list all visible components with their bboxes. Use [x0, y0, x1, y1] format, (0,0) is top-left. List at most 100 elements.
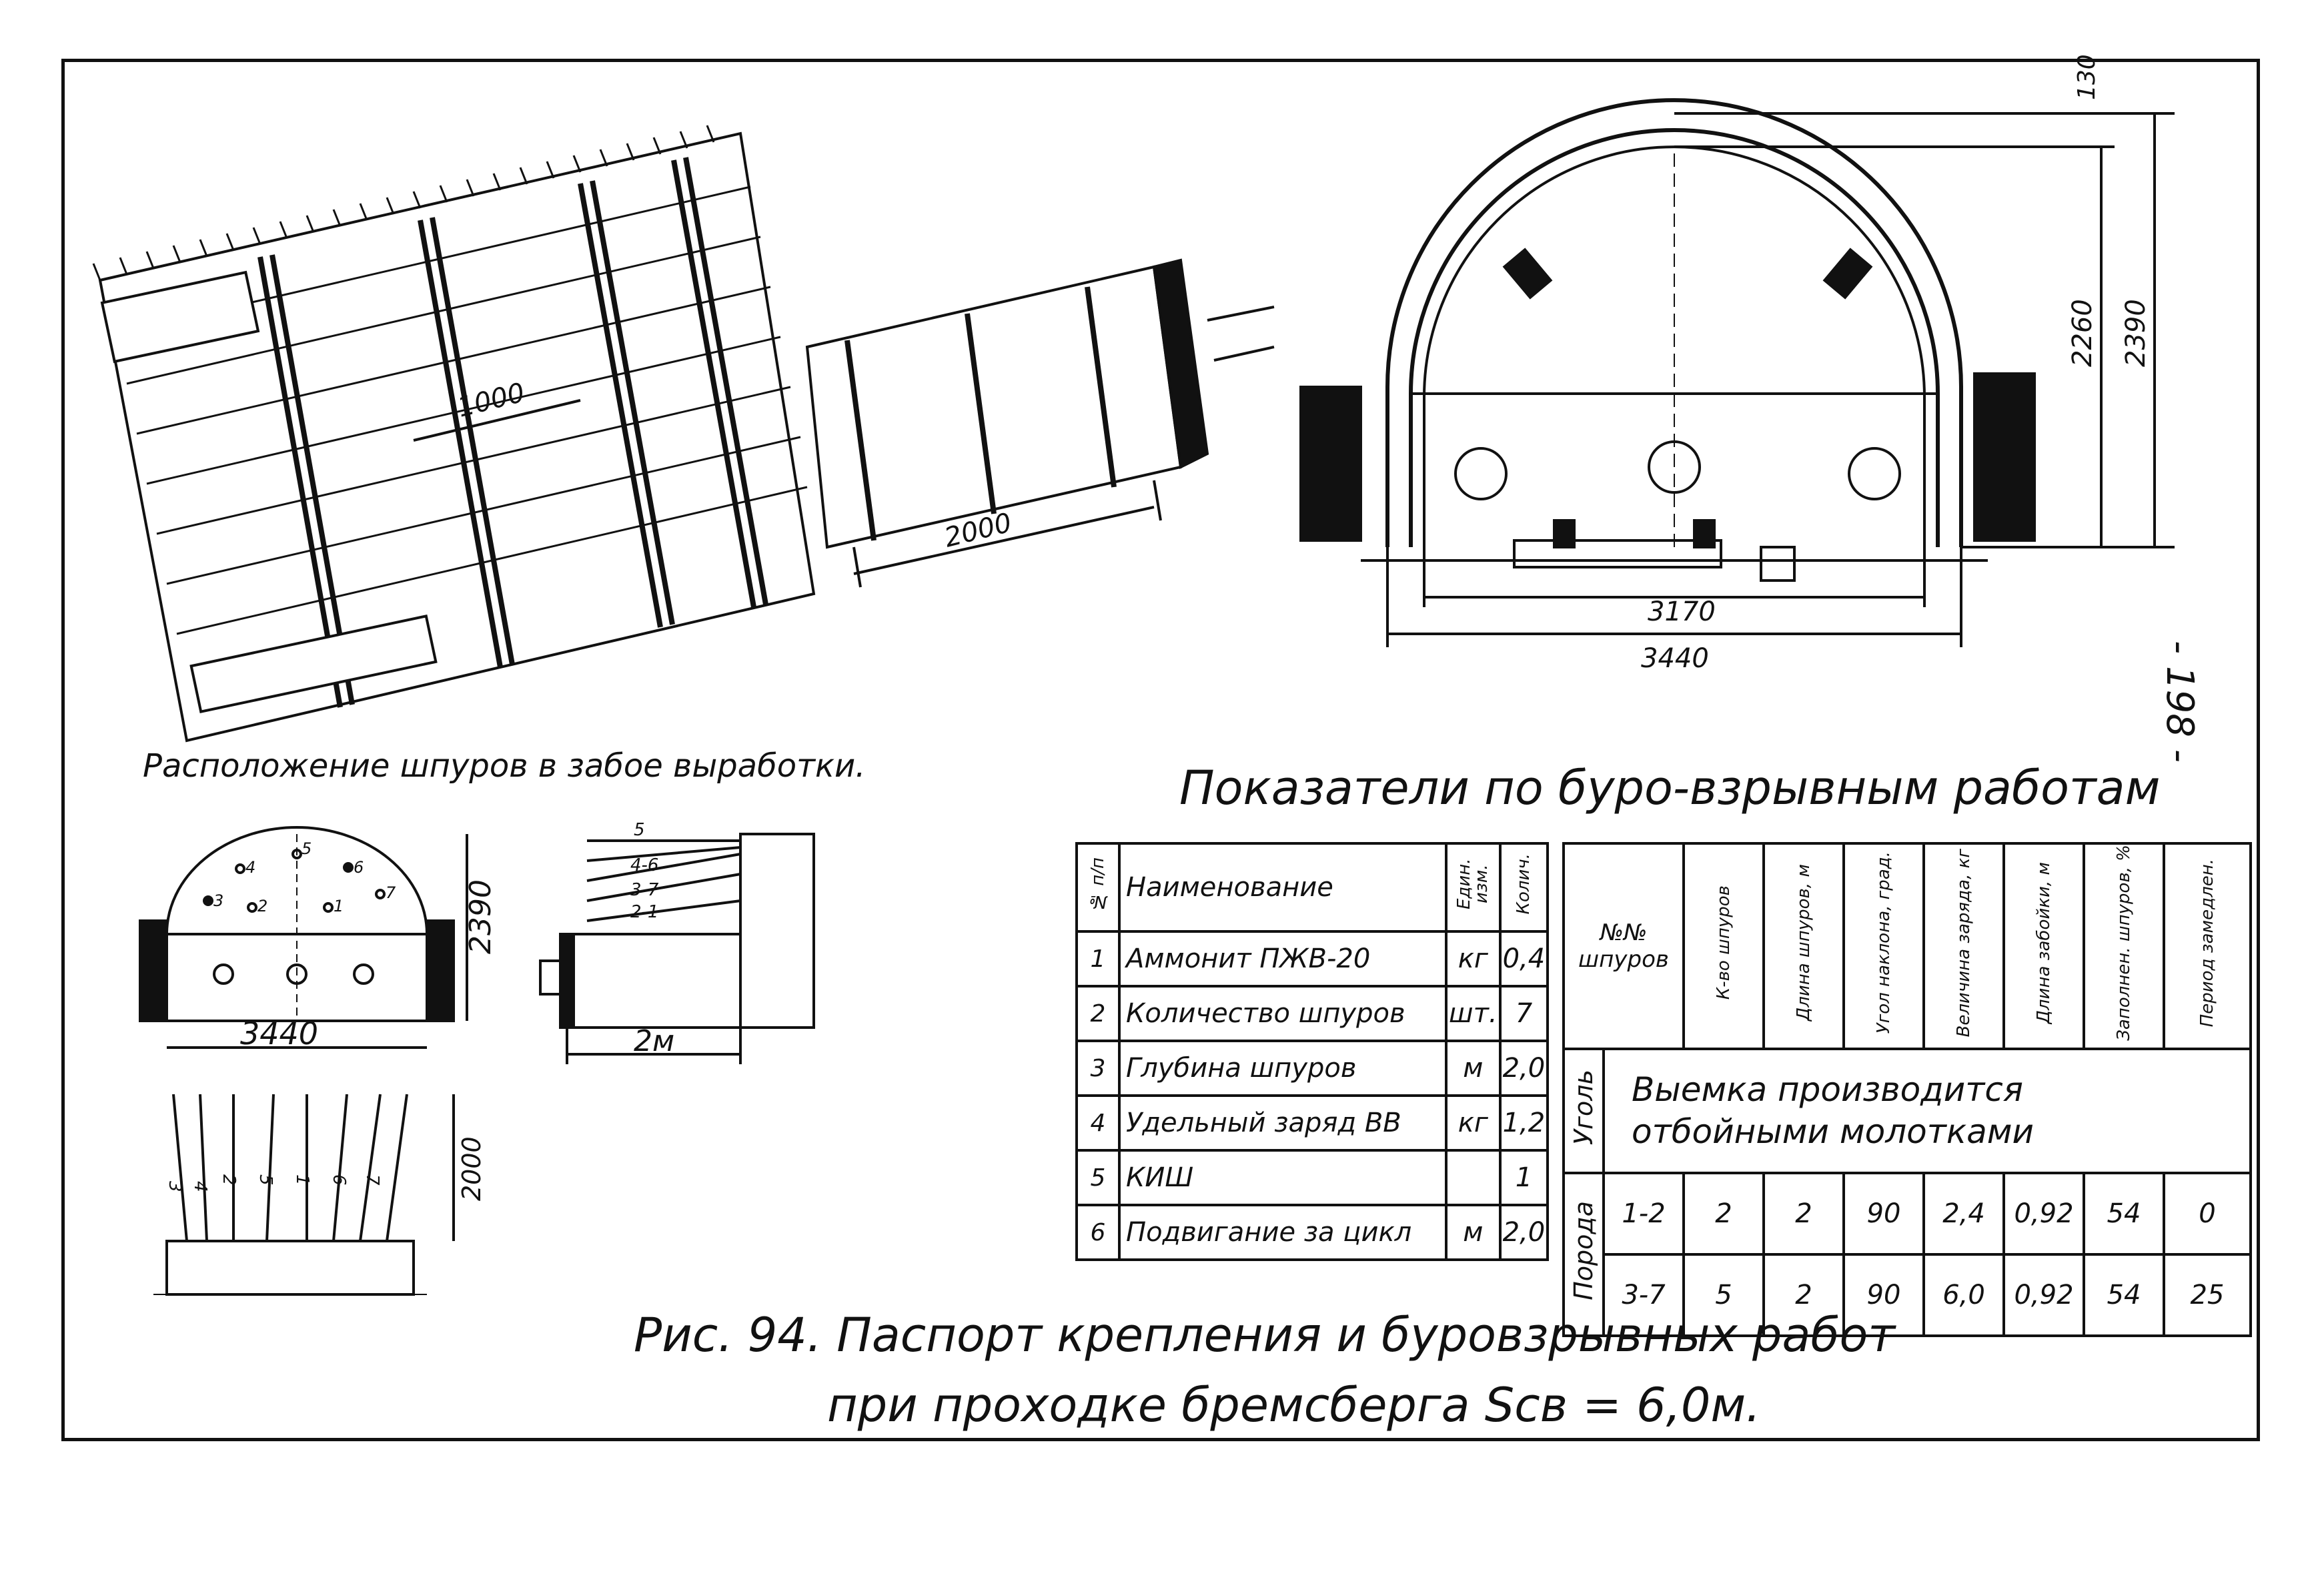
- row-qty: 1,2: [1498, 1094, 1550, 1152]
- col-num-header: № п/п: [1075, 842, 1121, 933]
- cross-section-drawing: 130 2260 2390 3170 3440: [1299, 54, 2175, 674]
- face-hole-label-2: 2: [257, 897, 267, 915]
- col-length-header: Длина шпуров, м: [1762, 842, 1845, 1050]
- row-qty: 2,0: [1498, 1040, 1550, 1097]
- row-unit: м: [1445, 1204, 1502, 1261]
- section-top-label: 130: [2073, 54, 2101, 100]
- cell-delay: 0: [2163, 1171, 2252, 1256]
- figure-caption-line2: при проходке бремсберга Sсв = 6,0м.: [827, 1378, 1761, 1433]
- cell-charge: 6,0: [1922, 1252, 2005, 1337]
- bottom-hole-label-3: 3: [165, 1181, 185, 1192]
- cell-count: 2: [1682, 1171, 1765, 1256]
- row-qty: 7: [1498, 985, 1550, 1042]
- plan-view-drawing: 1000 2000: [92, 125, 1275, 743]
- table-row: 5 КИШ 1: [1075, 1149, 1550, 1206]
- cell-stemming: 0,92: [2002, 1171, 2085, 1256]
- rock-row-label: Порода: [1562, 1171, 1605, 1337]
- row-unit: м: [1445, 1040, 1502, 1097]
- row-name: Подвигание за цикл: [1118, 1204, 1447, 1261]
- col-delay-header: Период замедлен.: [2163, 842, 2252, 1050]
- face-hole-label-6: 6: [354, 858, 364, 877]
- side-layer-label-4-6: 4-6: [630, 855, 658, 875]
- cell-fill: 54: [2083, 1252, 2165, 1337]
- bottom-hole-label-5: 5: [255, 1174, 275, 1186]
- cell-fill: 54: [2083, 1171, 2165, 1256]
- col-count-header: К-во шпуров: [1682, 842, 1765, 1050]
- table-row: 4 Удельный заряд ВВ кг 1,2: [1075, 1094, 1550, 1152]
- indicators-title: Показатели по буро-взрывным работам: [1179, 761, 2161, 815]
- coal-row-note: Выемка производится отбойными молотками: [1602, 1047, 2252, 1174]
- face-width-label: 3440: [240, 1016, 318, 1052]
- row-qty: 1: [1498, 1149, 1550, 1206]
- face-hole-label-5: 5: [302, 839, 312, 858]
- table-row: 6 Подвигание за цикл м 2,0: [1075, 1204, 1550, 1261]
- row-unit: кг: [1445, 1094, 1502, 1152]
- section-outer-height: 2390: [2121, 299, 2151, 367]
- row-unit: шт.: [1445, 985, 1502, 1042]
- coal-row-label: Уголь: [1562, 1047, 1605, 1174]
- bottom-hole-label-4: 4: [190, 1181, 210, 1192]
- col-qty-header: Колич.: [1498, 842, 1550, 933]
- col-unit-header: Един. изм.: [1445, 842, 1502, 933]
- row-name: Количество шпуров: [1118, 985, 1447, 1042]
- row-unit: [1445, 1149, 1502, 1206]
- bottom-hole-label-6: 6: [329, 1174, 349, 1186]
- face-hole-label-4: 4: [245, 858, 255, 877]
- row-name: Удельный заряд ВВ: [1118, 1094, 1447, 1152]
- face-height-label: 2390: [464, 879, 498, 954]
- row-num: 6: [1075, 1204, 1121, 1261]
- row-unit: кг: [1445, 930, 1502, 988]
- row-qty: 0,4: [1498, 930, 1550, 988]
- col-angle-header: Угол наклона, град.: [1842, 842, 1925, 1050]
- table-row: Порода 1-2 2 2 90 2,4 0,92 54 0: [1562, 1171, 2252, 1337]
- row-num: 1: [1075, 930, 1121, 988]
- row-qty: 2,0: [1498, 1204, 1550, 1261]
- bottom-hole-label-1: 1: [292, 1174, 312, 1186]
- cell-charge: 2,4: [1922, 1171, 2005, 1256]
- bottom-hole-label-7: 7: [362, 1174, 382, 1186]
- face-hole-label-7: 7: [386, 883, 396, 902]
- section-inner-height: 2260: [2067, 299, 2098, 367]
- row-name: Глубина шпуров: [1118, 1040, 1447, 1097]
- table-row: 3-7 5 2 90 6,0 0,92 54 25: [1564, 1252, 2252, 1337]
- row-num: 2: [1075, 985, 1121, 1042]
- cell-length: 2: [1762, 1171, 1845, 1256]
- face-hole-label-3: 3: [213, 891, 223, 910]
- col-hole-ids-header: №№ шпуров: [1562, 842, 1685, 1050]
- side-layer-label-3-7: 3-7: [630, 880, 659, 900]
- section-inner-width: 3170: [1648, 597, 1716, 627]
- table-row: 1 Аммонит ПЖВ-20 кг 0,4: [1075, 930, 1550, 988]
- face-view-drawing: 4 5 6 3 2 1 7 3440 2390: [139, 826, 498, 1052]
- bottom-hole-label-2: 2: [219, 1174, 239, 1186]
- holes-table: №№ шпуров К-во шпуров Длина шпуров, м Уг…: [1562, 842, 2252, 1337]
- side-layer-label-5: 5: [634, 820, 645, 840]
- table-row: 3 Глубина шпуров м 2,0: [1075, 1040, 1550, 1097]
- row-num: 4: [1075, 1094, 1121, 1152]
- side-depth-label: 2м: [634, 1024, 674, 1058]
- face-hole-label-1: 1: [334, 897, 344, 915]
- bottom-view-drawing: 3 4 2 5 1 6 7 2000: [153, 1094, 486, 1296]
- coal-note-line2: отбойными молотками: [1632, 1112, 2034, 1151]
- cell-angle: 90: [1842, 1252, 1925, 1337]
- row-num: 5: [1075, 1149, 1121, 1206]
- page-number: - 198 -: [2158, 641, 2201, 763]
- cell-angle: 90: [1842, 1171, 1925, 1256]
- section-outer-width: 3440: [1641, 643, 1709, 674]
- col-name-header: Наименование: [1118, 842, 1447, 933]
- drawing-frame: [61, 59, 2260, 1441]
- table-row: 2 Количество шпуров шт. 7: [1075, 985, 1550, 1042]
- side-view-drawing: 5 4-6 3-7 2-1 2м: [539, 820, 815, 1064]
- row-name: Аммонит ПЖВ-20: [1118, 930, 1447, 988]
- figure-caption-line1: Рис. 94. Паспорт крепления и буровзрывны…: [634, 1308, 1896, 1362]
- cell-count: 5: [1682, 1252, 1765, 1337]
- materials-table: № п/п Наименование Един. изм. Колич. 1 А…: [1075, 842, 1550, 1261]
- side-layer-label-2-1: 2-1: [630, 902, 658, 922]
- holes-layout-title: Расположение шпуров в забое выработки.: [143, 747, 866, 785]
- cell-hole-ids: 3-7: [1602, 1252, 1685, 1337]
- coal-note-line1: Выемка производится: [1632, 1070, 2023, 1110]
- row-name: КИШ: [1118, 1149, 1447, 1206]
- row-num: 3: [1075, 1040, 1121, 1097]
- cell-stemming: 0,92: [2002, 1252, 2085, 1337]
- col-charge-header: Величина заряда, кг: [1922, 842, 2005, 1050]
- cell-hole-ids: 1-2: [1602, 1171, 1685, 1256]
